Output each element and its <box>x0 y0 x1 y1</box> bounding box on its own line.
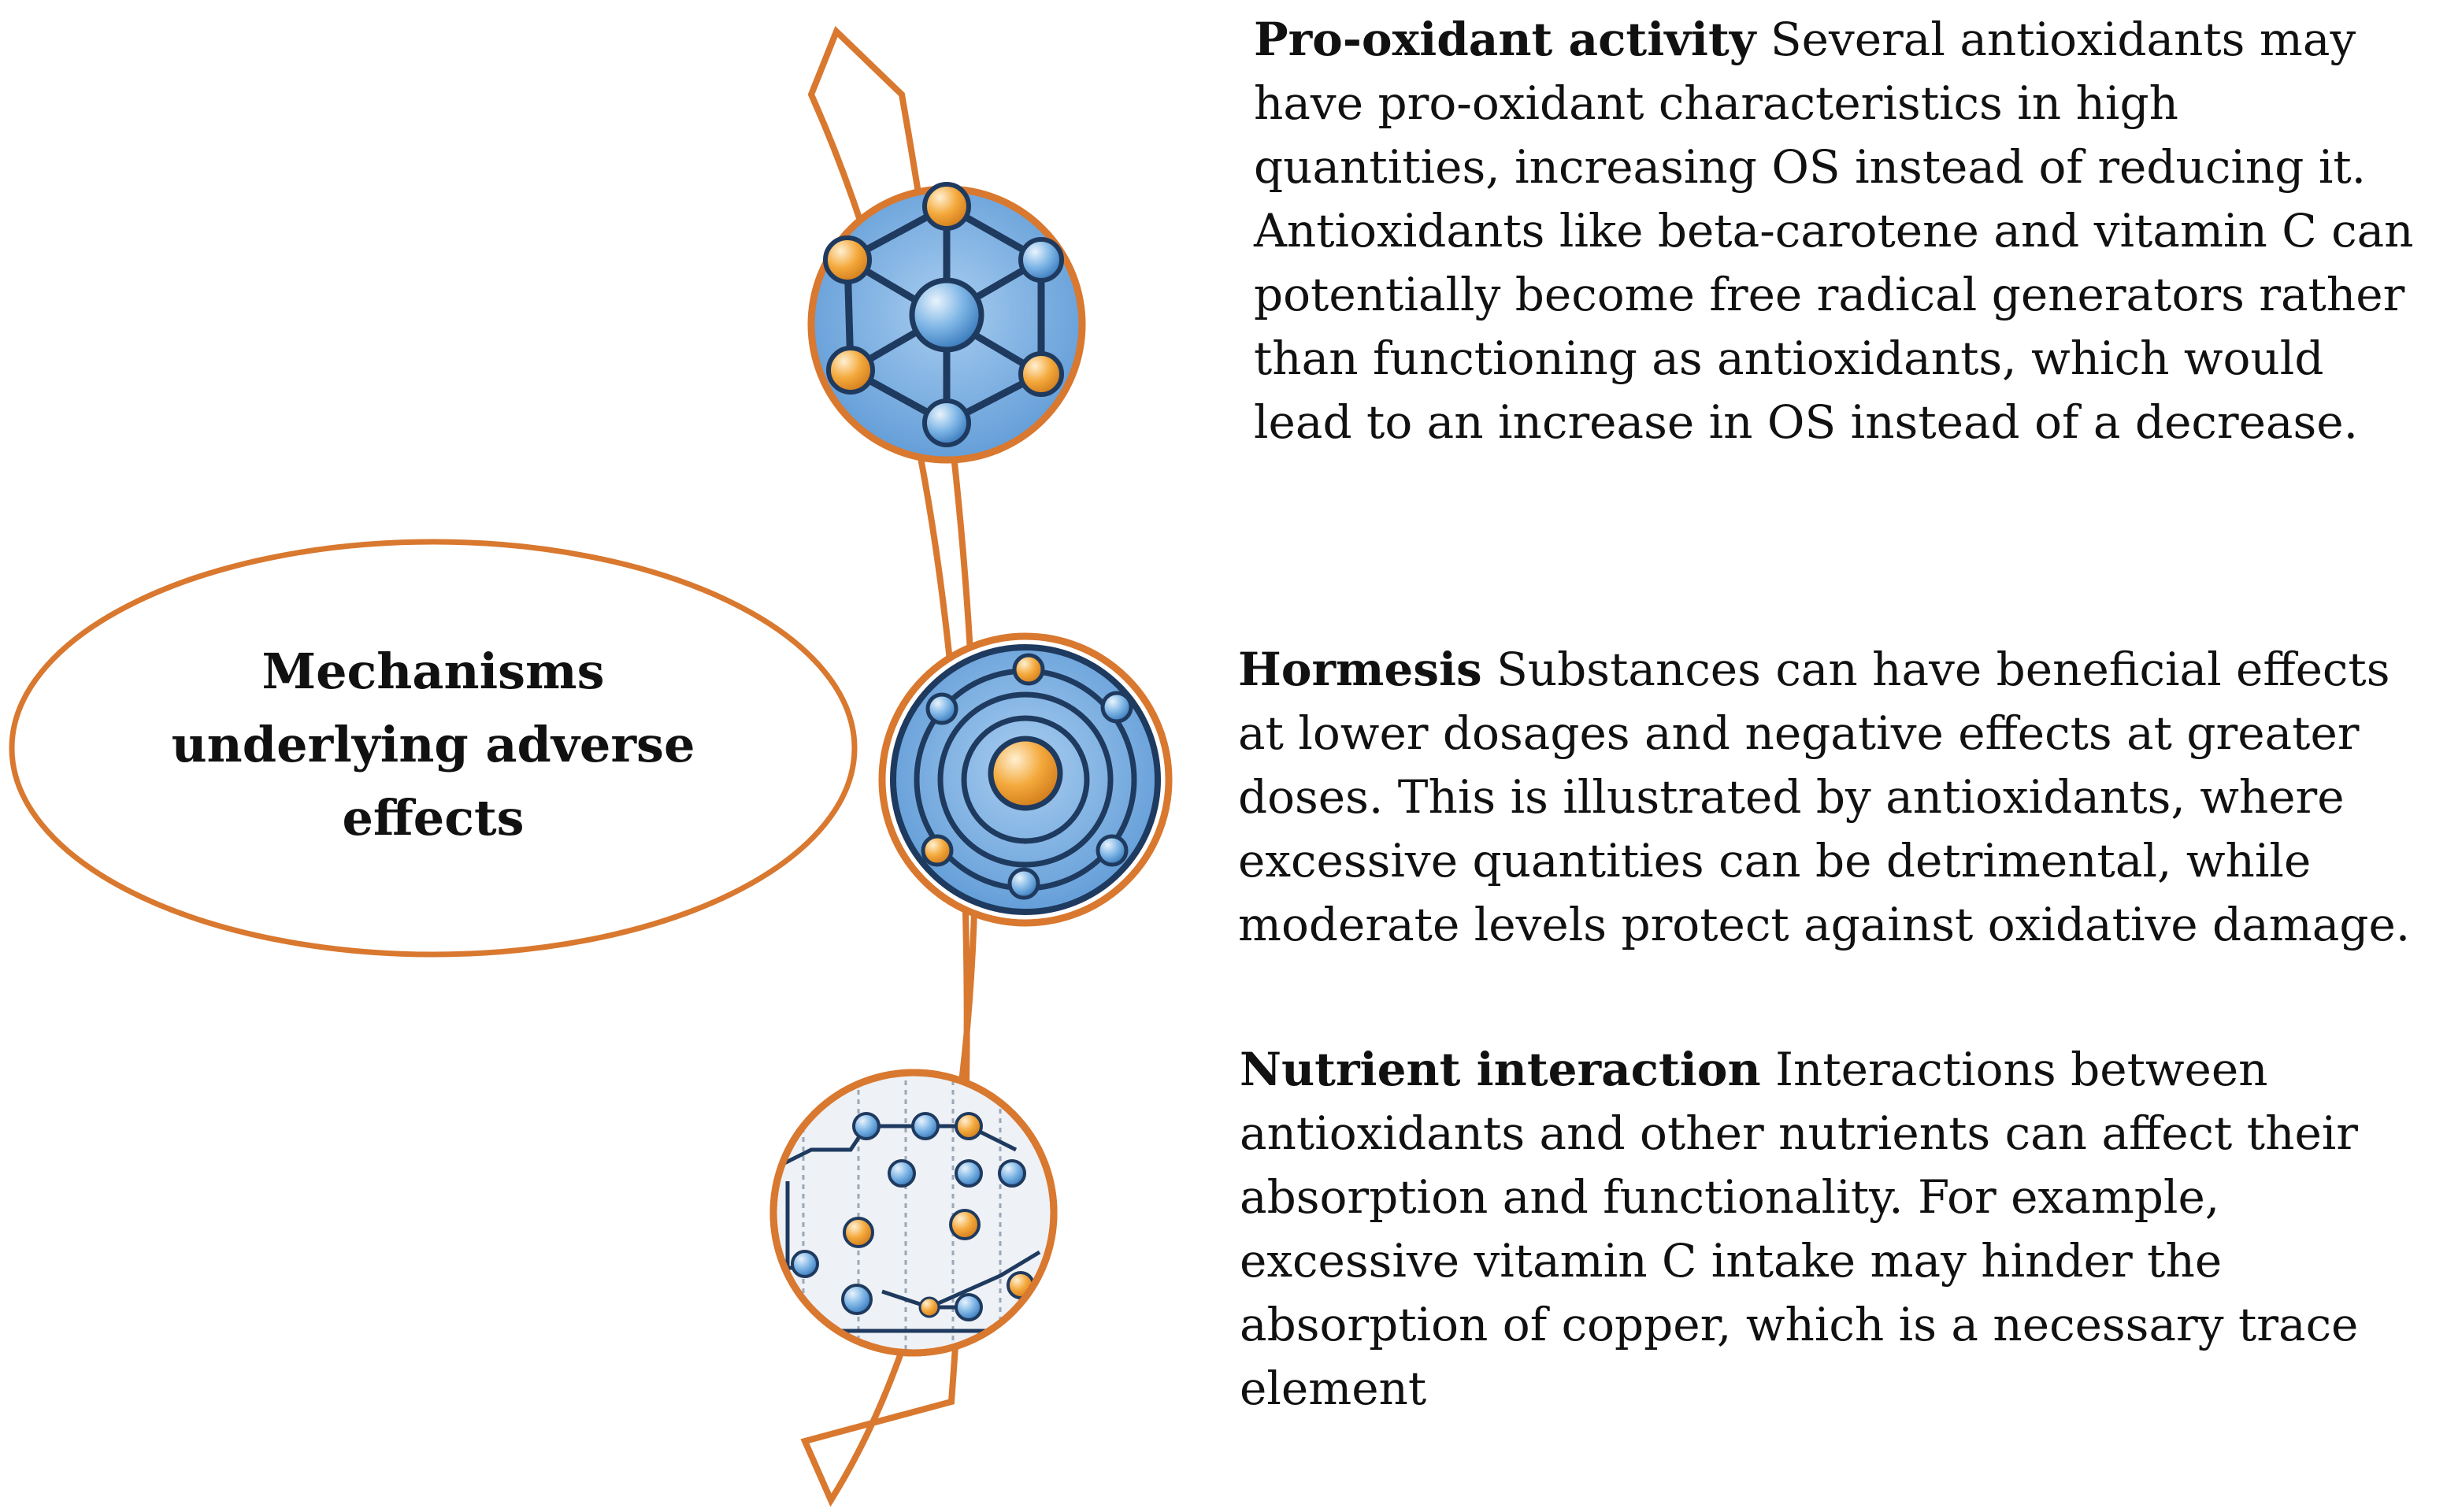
nutrient-graph-icon <box>769 1069 1058 1357</box>
pro-oxidant-block: Pro-oxidant activity Several antioxidant… <box>1254 8 2435 454</box>
nutrient-interaction-block: Nutrient interaction Interactions betwee… <box>1240 1038 2429 1421</box>
pro-oxidant-body: Several antioxidants may have pro-oxidan… <box>1254 13 2414 449</box>
hormesis-block: Hormesis Substances can have beneficial … <box>1238 638 2435 957</box>
molecule-network-icon <box>807 182 1086 464</box>
hormesis-body: Substances can have beneficial effects a… <box>1238 643 2411 951</box>
atom-orbit-icon <box>878 632 1173 927</box>
nutrient-interaction-title: Nutrient interaction <box>1240 1043 1761 1096</box>
nutrient-interaction-body: Interactions between antioxidants and ot… <box>1240 1043 2359 1415</box>
center-title: Mechanisms underlying adverse effects <box>171 643 695 847</box>
center-ellipse <box>9 539 858 958</box>
hormesis-title: Hormesis <box>1238 643 1482 696</box>
pro-oxidant-title: Pro-oxidant activity <box>1254 13 1756 66</box>
